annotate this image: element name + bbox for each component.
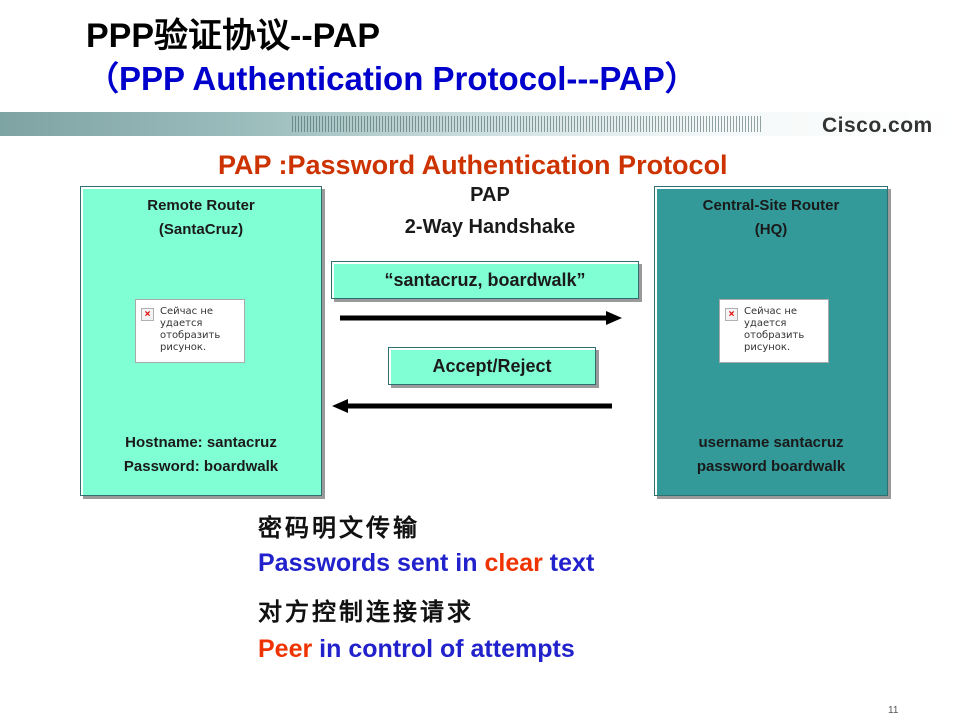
handshake-label: PAP — [470, 184, 510, 206]
slide-title-line2: （PPP Authentication Protocol---PAP） — [86, 60, 698, 97]
central-router-subname: (HQ) — [754, 221, 788, 238]
bullet-highlight: clear — [484, 549, 543, 577]
remote-router-password: Password: boardwalk — [123, 458, 279, 475]
bullet-peer-control-zh: 对方控制连接请求 — [258, 599, 474, 626]
credentials-message: “santacruz, boardwalk” — [331, 261, 639, 299]
handshake-type: 2-Way Handshake — [404, 216, 576, 238]
bullet-cleartext-zh: 密码明文传输 — [258, 515, 420, 542]
bullet-peer-control-en: Peer in control of attempts — [258, 635, 575, 664]
slide-subtitle: PAP :Password Authentication Protocol — [218, 150, 728, 180]
remote-router-name: Remote Router — [147, 197, 255, 214]
accept-reject-message: Accept/Reject — [388, 347, 596, 385]
banner-stripes — [292, 116, 762, 132]
bullet-text: in control of attempts — [312, 635, 575, 663]
image-placeholder-text: Сейчас не удается отобразить рисунок. — [160, 306, 221, 353]
remote-router-box: Remote Router (SantaCruz) × Сейчас не уд… — [80, 186, 322, 496]
bullet-cleartext-en: Passwords sent in clear text — [258, 549, 594, 578]
broken-image-icon: × — [725, 308, 738, 321]
bullet-text: Passwords sent in — [258, 549, 485, 577]
page-number: 11 — [888, 705, 899, 716]
remote-router-hostname: Hostname: santacruz — [125, 434, 277, 451]
remote-router-subname: (SantaCruz) — [158, 221, 244, 238]
remote-router-image: × Сейчас не удается отобразить рисунок. — [135, 299, 245, 363]
image-placeholder-text: Сейчас не удается отобразить рисунок. — [744, 306, 805, 353]
central-router-name: Central-Site Router — [702, 197, 840, 214]
central-router-password: password boardwalk — [696, 458, 846, 475]
central-router-username: username santacruz — [698, 434, 844, 451]
arrow-left-icon — [332, 399, 612, 413]
broken-image-icon: × — [141, 308, 154, 321]
bullet-text: text — [542, 549, 595, 577]
arrow-right-icon — [340, 311, 622, 325]
bullet-highlight: Peer — [258, 635, 313, 663]
cisco-logo: Cisco.com — [822, 114, 933, 137]
central-router-image: × Сейчас не удается отобразить рисунок. — [719, 299, 829, 363]
central-router-box: Central-Site Router (HQ) × Сейчас не уда… — [654, 186, 888, 496]
slide-title-line1: PPP验证协议--PAP — [86, 17, 381, 55]
